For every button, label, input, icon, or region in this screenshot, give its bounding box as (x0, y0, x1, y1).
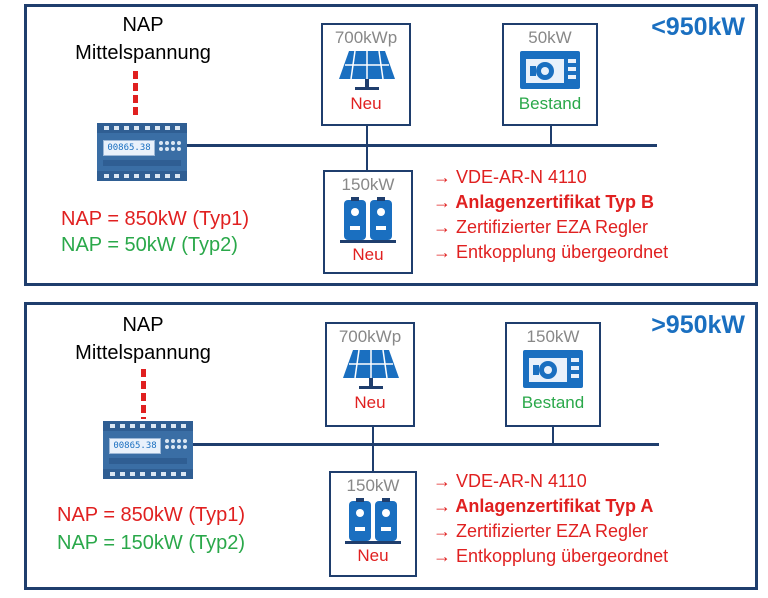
storage-box: 150kW Neu (329, 471, 417, 577)
pv-status: Neu (350, 94, 382, 113)
storage-status: Neu (352, 245, 384, 264)
requirement-item: → Zertifizierter EZA Regler (433, 217, 649, 237)
meter-display: 00865.38 (103, 140, 155, 156)
nap-title: NAP Mittelspannung (75, 14, 211, 64)
existing-status: Bestand (521, 393, 585, 412)
panel-tag: >950kW (651, 311, 745, 339)
nap-dashed-connector (133, 71, 138, 119)
solar-panel-icon (339, 50, 395, 90)
requirement-item: → Anlagenzertifikat Typ A (433, 496, 654, 516)
requirements-list: → VDE-AR-N 4110 → Anlagenzertifikat Typ … (433, 469, 668, 569)
requirement-item: → Zertifizierter EZA Regler (433, 521, 649, 541)
battery-storage-icon (340, 197, 396, 243)
energy-meter-icon: 00865.38 (103, 421, 193, 479)
generator-icon (523, 350, 583, 388)
existing-status: Bestand (518, 94, 582, 113)
requirement-item: → VDE-AR-N 4110 (433, 471, 587, 491)
pv-power: 700kWp (334, 28, 398, 47)
nap-title: NAP Mittelspannung (75, 314, 211, 364)
panel-above-950kw: >950kW NAP Mittelspannung 00865.38 700kW… (24, 302, 758, 590)
storage-power: 150kW (341, 175, 395, 194)
nap-value-typ1: NAP = 850kW (Typ1) (61, 208, 250, 230)
panel-below-950kw: <950kW NAP Mittelspannung 00865.38 700kW… (24, 4, 758, 286)
nap-value-typ2: NAP = 50kW (Typ2) (61, 234, 238, 256)
nap-dashed-connector (141, 369, 146, 419)
pv-status: Neu (354, 393, 386, 412)
existing-power: 150kW (526, 327, 580, 346)
nap-value-typ2: NAP = 150kW (Typ2) (57, 532, 246, 554)
pv-power: 700kWp (338, 327, 402, 346)
busbar (187, 144, 657, 147)
energy-meter-icon: 00865.38 (97, 123, 187, 181)
generator-icon (520, 51, 580, 89)
meter-display: 00865.38 (109, 438, 161, 454)
storage-status: Neu (357, 546, 389, 565)
requirements-list: → VDE-AR-N 4110 → Anlagenzertifikat Typ … (433, 165, 668, 265)
requirement-item: → Entkopplung übergeordnet (433, 546, 669, 566)
pv-box: 700kWp Neu (325, 322, 415, 427)
solar-panel-icon (343, 349, 399, 389)
existing-plant-box: 150kW Bestand (505, 322, 601, 427)
requirement-item: → VDE-AR-N 4110 (433, 167, 587, 187)
storage-power: 150kW (346, 476, 400, 495)
existing-power: 50kW (528, 28, 572, 47)
existing-plant-box: 50kW Bestand (502, 23, 598, 126)
requirement-item: → Anlagenzertifikat Typ B (433, 192, 655, 212)
busbar (193, 443, 659, 446)
storage-box: 150kW Neu (323, 170, 413, 274)
nap-value-typ1: NAP = 850kW (Typ1) (57, 504, 246, 526)
requirement-item: → Entkopplung übergeordnet (433, 242, 669, 262)
pv-box: 700kWp Neu (321, 23, 411, 126)
panel-tag: <950kW (651, 13, 745, 41)
battery-storage-icon (345, 498, 401, 544)
